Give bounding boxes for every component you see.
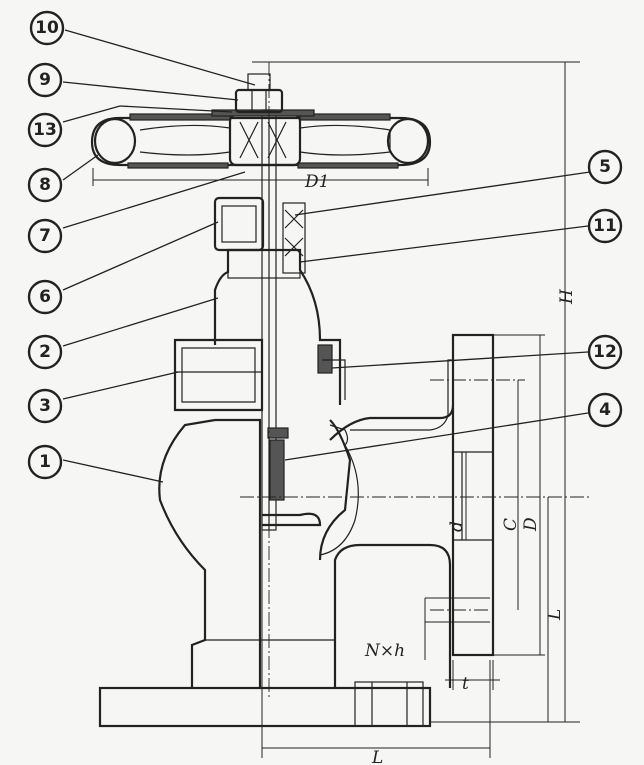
centerlines (240, 62, 590, 700)
svg-text:12: 12 (593, 342, 617, 362)
dim-l-horizontal: L (371, 748, 383, 765)
callout-6: 6 (27, 279, 63, 315)
dim-c: C (501, 518, 521, 531)
body-left-outline (158, 418, 216, 688)
svg-text:13: 13 (33, 120, 57, 140)
callout-8: 8 (27, 167, 63, 203)
stem-top (247, 73, 271, 91)
valve-body (90, 73, 495, 728)
svg-text:11: 11 (593, 216, 617, 236)
callout-1: 1 (27, 444, 63, 480)
callout-9: 9 (27, 62, 63, 98)
dim-h: H (557, 288, 577, 305)
callout-13: 13 (27, 112, 63, 148)
svg-text:4: 4 (599, 400, 611, 420)
packing (282, 202, 306, 274)
dim-l-vertical: L (545, 609, 565, 621)
callout-5: 5 (587, 149, 623, 185)
svg-text:8: 8 (39, 175, 51, 195)
bonnet (213, 248, 342, 405)
svg-text:2: 2 (39, 342, 51, 362)
dim-nxh: N×h (364, 641, 405, 661)
leader-lines (62, 29, 591, 483)
svg-text:3: 3 (39, 396, 51, 416)
union-nut (173, 338, 264, 412)
dim-d: d (447, 521, 467, 532)
seat-ring (317, 344, 333, 374)
handwheel (90, 113, 432, 169)
outlet-lower (333, 543, 452, 688)
body-right-outline (318, 419, 352, 561)
callout-11: 11 (587, 208, 623, 244)
handwheel-nut (234, 88, 284, 114)
bottom-flange-boss (354, 681, 424, 727)
dim-d-flange: D (521, 517, 541, 532)
dimension-labels: D1 H L L d C D N×h t (304, 172, 577, 765)
outlet-upper (329, 404, 455, 441)
callout-12: 12 (587, 334, 623, 370)
svg-text:6: 6 (39, 287, 51, 307)
callout-4: 4 (587, 392, 623, 428)
svg-text:9: 9 (39, 70, 51, 90)
callout-10: 10 (29, 10, 65, 46)
disc-face (269, 439, 285, 501)
body-left-inner (215, 418, 262, 688)
bottom-flange (98, 686, 432, 728)
dim-d1: D1 (304, 172, 329, 192)
callout-2: 2 (27, 334, 63, 370)
svg-text:5: 5 (599, 157, 611, 177)
callout-3: 3 (27, 388, 63, 424)
svg-text:1: 1 (39, 452, 51, 472)
dimension-lines (92, 61, 580, 758)
svg-text:7: 7 (39, 226, 51, 246)
svg-text:10: 10 (35, 18, 59, 38)
callout-7: 7 (27, 218, 63, 254)
side-flange (451, 333, 495, 657)
disc (262, 512, 322, 527)
dim-t: t (462, 674, 469, 694)
